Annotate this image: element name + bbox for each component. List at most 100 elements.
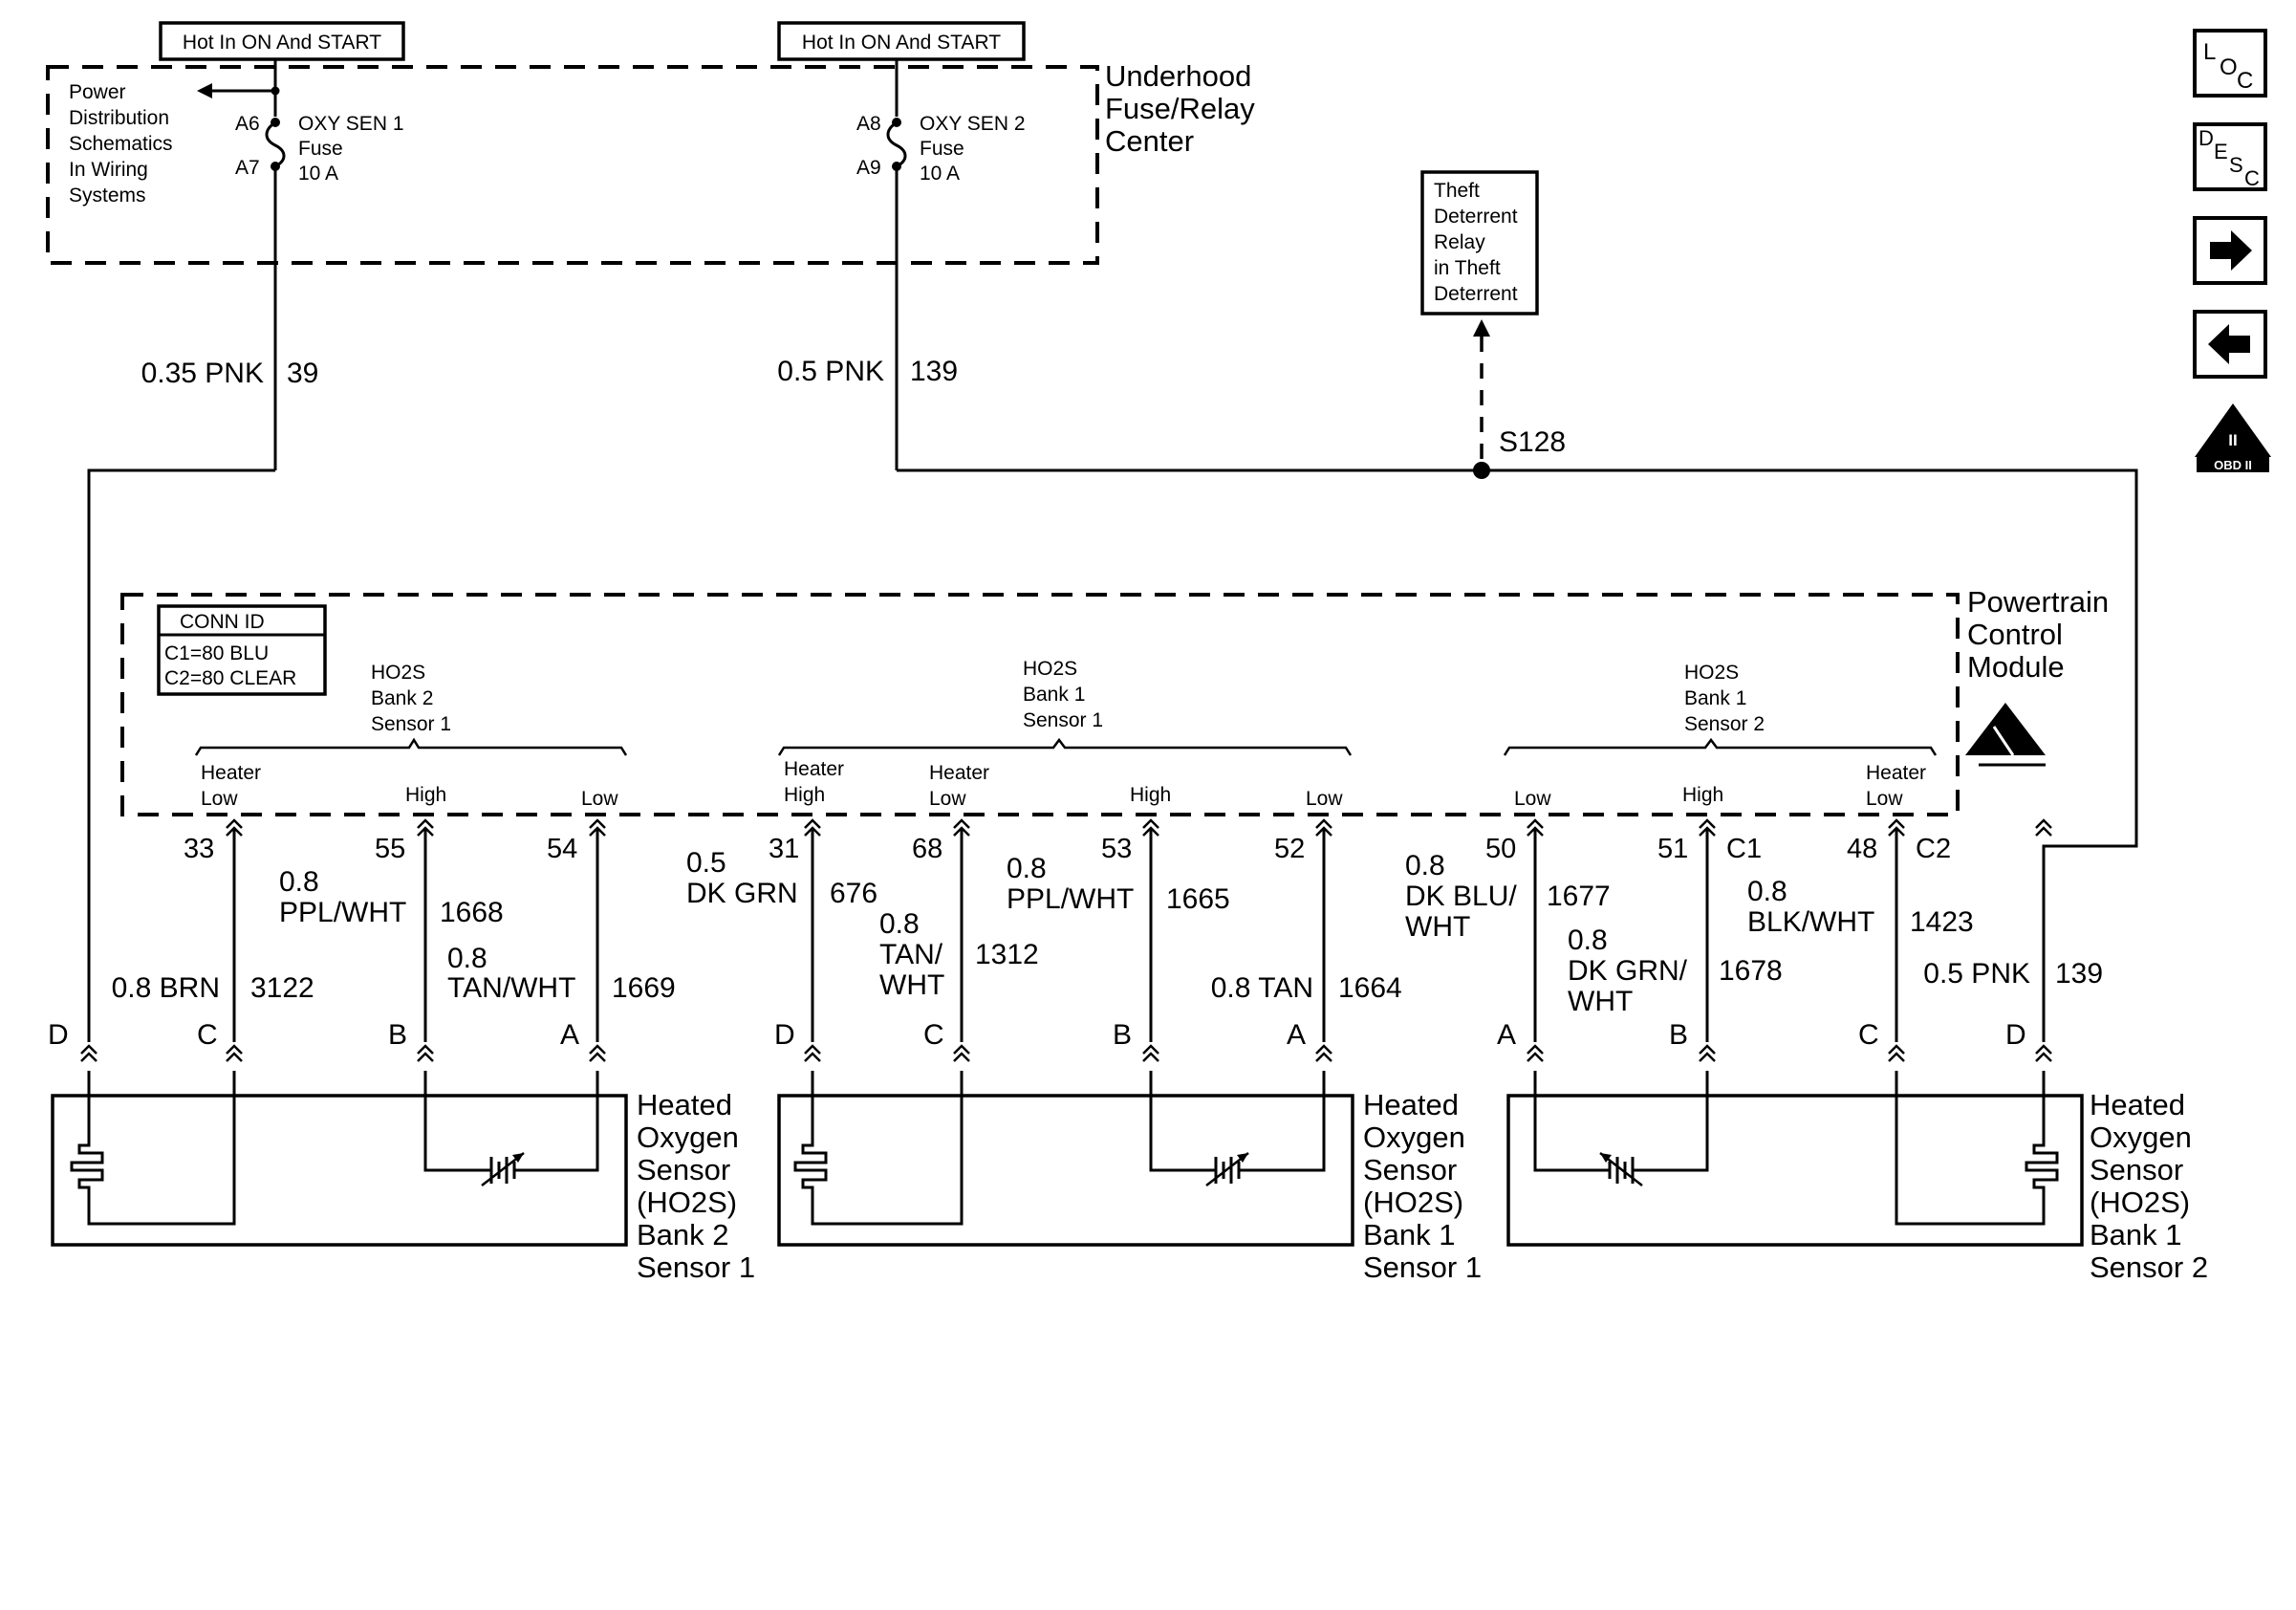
- sensor3-name-4: (HO2S): [2090, 1186, 2190, 1219]
- wire-139-circuit: 139: [910, 356, 958, 387]
- feed-wire-139: 0.5 PNK 139: [777, 356, 2138, 1042]
- pin-31: 31: [769, 834, 799, 864]
- s1-letter-a: A: [560, 1019, 579, 1051]
- pcm-title-3: Module: [1967, 650, 2065, 684]
- fuse-relay-center: Underhood Fuse/Relay Center: [46, 59, 1255, 265]
- pin-68: 68: [912, 834, 942, 864]
- s3-a-color-2: WHT: [1405, 911, 1470, 943]
- group1-label-1: HO2S: [371, 662, 425, 684]
- fuse1-pin-in: A6: [235, 113, 260, 135]
- pcm-group-bank1-sensor2: HO2S Bank 1 Sensor 2 Low High Heater Low: [1503, 662, 1938, 810]
- s2-c-color-1: TAN/: [879, 939, 943, 970]
- fuse1-name: OXY SEN 1: [298, 113, 404, 135]
- sensor3-name-5: Bank 1: [2090, 1218, 2182, 1251]
- sensor2-name-1: Heated: [1363, 1088, 1459, 1121]
- theft-relay-2: Deterrent: [1434, 206, 1518, 228]
- hot-label-2-text: Hot In ON And START: [802, 32, 1001, 54]
- s1-b-color: PPL/WHT: [279, 897, 406, 928]
- power-distribution-ref: Power Distribution Schematics In Wiring …: [69, 81, 173, 207]
- sensor2-name-3: Sensor: [1363, 1153, 1457, 1186]
- obd-ii-button[interactable]: II OBD II: [2195, 403, 2271, 472]
- theft-relay-3: Relay: [1434, 231, 1485, 253]
- s1-c-circuit: 3122: [250, 972, 314, 1004]
- fuse2-kind: Fuse: [920, 138, 964, 160]
- arrow-right-icon: [2210, 230, 2252, 271]
- location-button[interactable]: L O C: [2193, 29, 2267, 98]
- pcm-terminal-connectors: [225, 818, 2053, 838]
- sensor-bank2-sensor1: Heated Oxygen Sensor (HO2S) Bank 2 Senso…: [51, 1071, 755, 1284]
- s2-b-circuit: 1665: [1166, 883, 1230, 915]
- back-button[interactable]: [2193, 310, 2267, 379]
- s2-letter-a: A: [1287, 1019, 1306, 1051]
- group1-heater-1: Heater: [201, 762, 261, 784]
- group3-heater-1: Heater: [1866, 762, 1926, 784]
- s2-b-color: PPL/WHT: [1007, 883, 1134, 915]
- s2-d-color: DK GRN: [686, 878, 798, 909]
- theft-relay-1: Theft: [1434, 180, 1480, 202]
- group3-label-3: Sensor 2: [1684, 713, 1765, 735]
- s2-a-circuit: 1664: [1338, 972, 1402, 1004]
- group2-label-1: HO2S: [1023, 658, 1077, 680]
- group3-high: High: [1682, 784, 1723, 806]
- fuse-oxy-sen-1: A6 A7 OXY SEN 1 Fuse 10 A: [197, 59, 404, 470]
- s3-letter-c: C: [1858, 1019, 1879, 1051]
- pin-51: 51: [1657, 834, 1688, 864]
- group3-low: Low: [1514, 788, 1551, 810]
- group2-label-2: Bank 1: [1023, 684, 1085, 706]
- s3-letter-d: D: [2005, 1019, 2026, 1051]
- loc-l: L: [2203, 39, 2216, 65]
- esd-warning-icon: [1965, 703, 2046, 767]
- pin-50: 50: [1485, 834, 1516, 864]
- pcm-group-bank1-sensor1: HO2S Bank 1 Sensor 1 Heater High Heater …: [777, 658, 1353, 810]
- power-ref-4: In Wiring: [69, 159, 148, 181]
- splice-s128: S128: [1473, 319, 1566, 479]
- fuse2-pin-in: A8: [856, 113, 881, 135]
- sensor1-name-5: Bank 2: [637, 1218, 729, 1251]
- sensor1-name-1: Heated: [637, 1088, 732, 1121]
- group2-heater-low-2: Low: [929, 788, 966, 810]
- loc-c: C: [2237, 68, 2253, 94]
- s1-b-gauge: 0.8: [279, 866, 319, 898]
- description-button[interactable]: D E S C: [2193, 122, 2267, 191]
- group2-heater-high-2: High: [784, 784, 825, 806]
- s1-b-circuit: 1668: [440, 897, 504, 928]
- power-ref-1: Power: [69, 81, 126, 103]
- desc-c: C: [2244, 166, 2260, 190]
- s3-d-circuit: 139: [2055, 958, 2103, 990]
- pcm-pin-numbers: 33 55 54 31 68 53 52 50 51 C1 48 C2: [184, 834, 1951, 864]
- pcm-title-1: Powertrain: [1967, 585, 2109, 619]
- pcm: Powertrain Control Module: [120, 585, 2109, 816]
- sensor-connectors: [79, 1044, 2053, 1063]
- fuse-center-title-1: Underhood: [1105, 59, 1251, 93]
- power-ref-3: Schematics: [69, 133, 173, 155]
- desc-d: D: [2199, 126, 2214, 150]
- group2-high: High: [1130, 784, 1171, 806]
- wire-39-gauge: 0.35 PNK: [141, 358, 264, 389]
- s2-d-gauge: 0.5: [686, 847, 726, 879]
- s1-a-color: TAN/WHT: [447, 972, 575, 1004]
- s3-letter-b: B: [1669, 1019, 1688, 1051]
- s2-b-gauge: 0.8: [1007, 853, 1047, 884]
- pcm-group-bank2-sensor1: HO2S Bank 2 Sensor 1 Heater Low High Low: [194, 662, 628, 810]
- forward-button[interactable]: [2193, 216, 2267, 285]
- sensor2-name-6: Sensor 1: [1363, 1251, 1482, 1284]
- sensor1-name-3: Sensor: [637, 1153, 730, 1186]
- conn-id-c1: C1=80 BLU: [164, 642, 269, 664]
- s2-d-circuit: 676: [830, 878, 877, 909]
- pin-55: 55: [375, 834, 405, 864]
- arrow-left-icon: [2208, 324, 2250, 364]
- group1-high: High: [405, 784, 446, 806]
- s3-a-circuit: 1677: [1547, 881, 1611, 912]
- sensor2-name-4: (HO2S): [1363, 1186, 1463, 1219]
- pin-c2: C2: [1916, 834, 1951, 864]
- obd-ii-icon: [2195, 403, 2271, 472]
- s2-c-circuit: 1312: [975, 939, 1039, 970]
- loc-o: O: [2220, 54, 2238, 80]
- group2-heater-high-1: Heater: [784, 758, 844, 780]
- s3-d-gauge: 0.5 PNK: [1923, 958, 2030, 990]
- connector-letters: D C B A D C B A A B C D: [48, 1019, 2026, 1051]
- s1-a-circuit: 1669: [612, 972, 676, 1004]
- fuse1-pin-out: A7: [235, 157, 260, 179]
- sensor-bank1-sensor2: Heated Oxygen Sensor (HO2S) Bank 1 Senso…: [1506, 1071, 2208, 1284]
- pin-c1: C1: [1726, 834, 1762, 864]
